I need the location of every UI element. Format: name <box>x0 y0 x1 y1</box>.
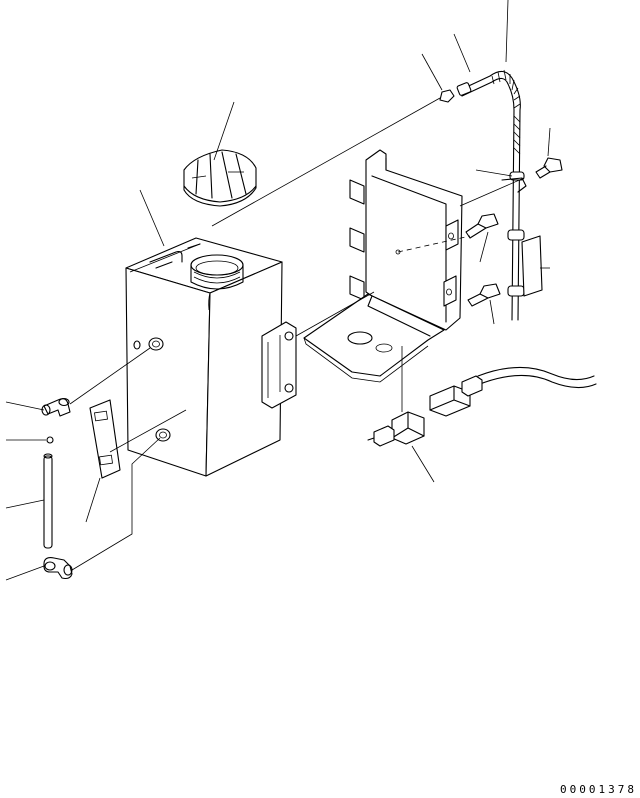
straight-pipe-icon <box>43 453 53 549</box>
mounting-bracket-icon <box>303 149 471 383</box>
electrical-connector-icon <box>367 366 597 447</box>
label-plate-icon <box>89 399 121 479</box>
reservoir-tank-icon <box>125 237 297 477</box>
leader-lines <box>5 0 551 581</box>
bolt-icon <box>439 89 563 307</box>
filler-cap-icon <box>183 149 257 207</box>
elbow-fitting-icon <box>41 397 71 444</box>
spiral-hose-icon <box>456 69 543 321</box>
elbow-fitting-icon <box>43 557 73 580</box>
drawing-code: 00001378 <box>560 783 637 796</box>
